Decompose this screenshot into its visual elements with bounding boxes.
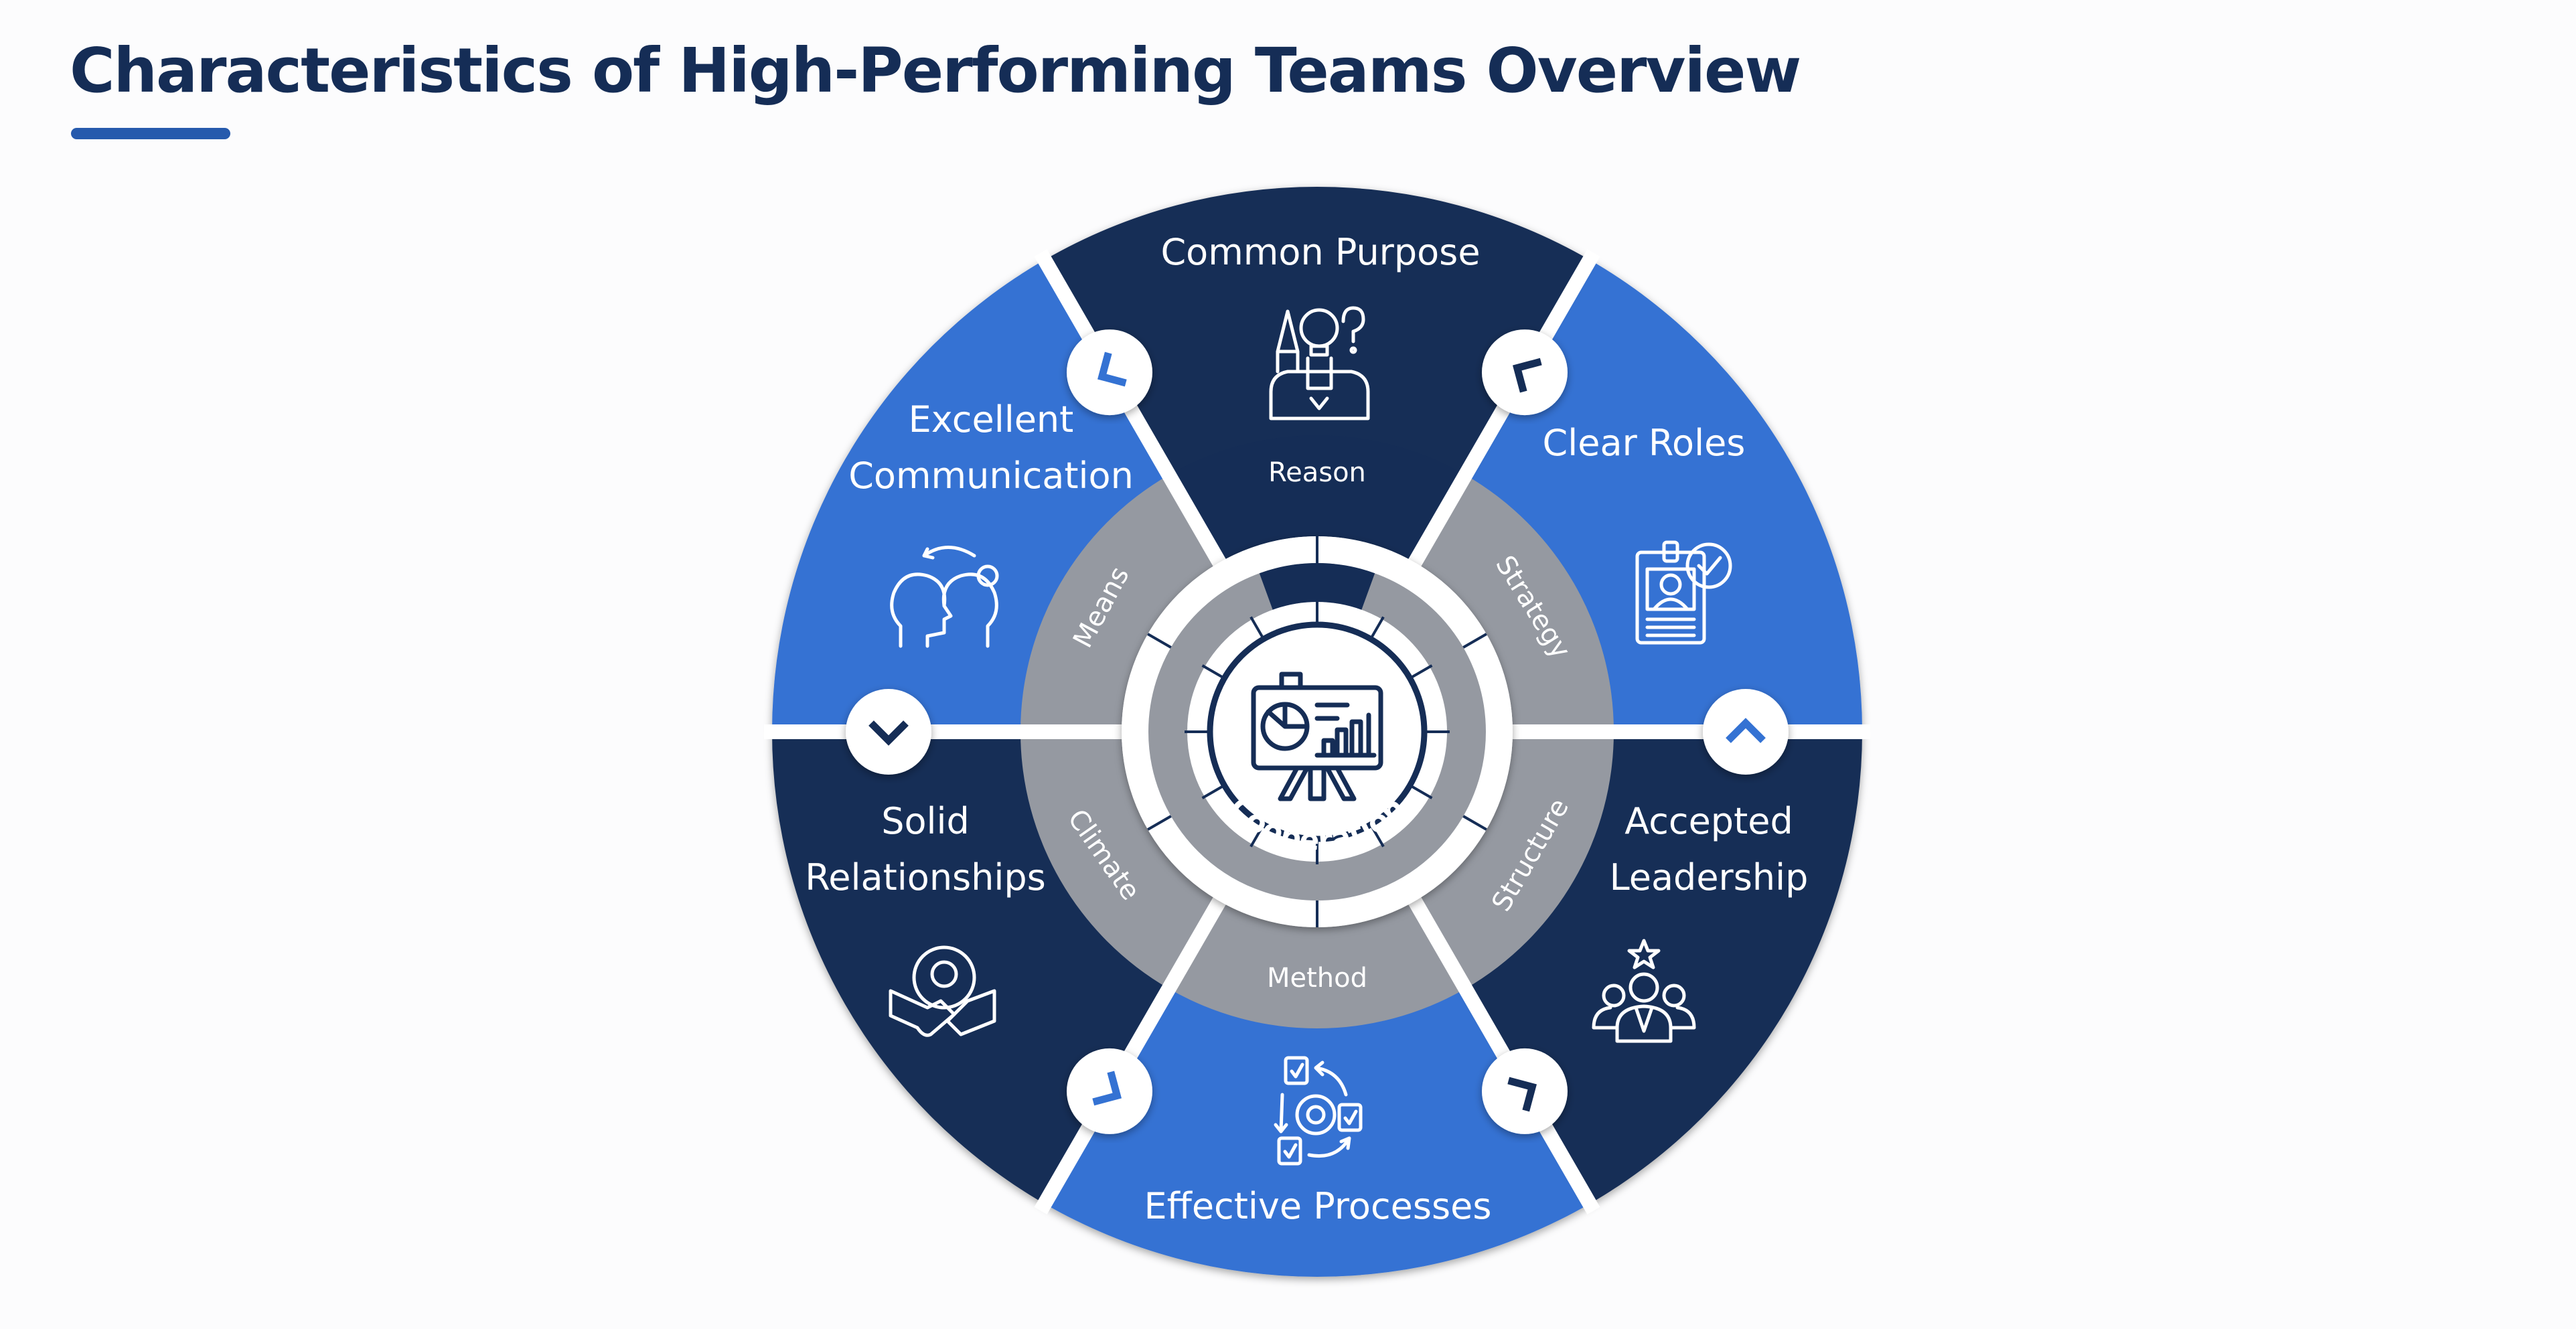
sector-title-line: Relationships (805, 856, 1046, 898)
sector-divider (1405, 249, 1600, 572)
core-tick (1201, 664, 1225, 680)
ring-tick (1147, 815, 1172, 831)
sector-title-line: Accepted (1624, 800, 1793, 842)
sector-title-line: Solid (881, 800, 970, 842)
sector-title: Common Purpose (1160, 231, 1480, 273)
core-tick (1409, 784, 1433, 799)
ring-tick (1147, 633, 1172, 649)
chevron-down-icon (1507, 1077, 1537, 1112)
connector-node[interactable] (1703, 689, 1789, 775)
core-tick (1249, 824, 1265, 848)
sector-title-line: Effective Processes (1144, 1185, 1492, 1227)
core-tick (1201, 784, 1225, 799)
connector-circle (1067, 329, 1152, 416)
page-title: Characteristics of High-Performing Teams… (70, 35, 1801, 106)
sector-title-line: Common Purpose (1160, 231, 1480, 273)
connector-node[interactable] (1482, 329, 1568, 416)
ring-label-method: Method (1267, 963, 1367, 994)
inner-ring-highlight (1259, 563, 1375, 610)
sector-title-line: Communication (848, 455, 1134, 497)
chevron-up-icon (1097, 351, 1127, 387)
connector-node[interactable] (1067, 1048, 1152, 1134)
chevron-down-icon (1513, 358, 1542, 393)
ring-label-reason: Reason (1268, 457, 1366, 488)
team-ideas-icon (1269, 306, 1370, 420)
sector-title: Effective Processes (1144, 1185, 1492, 1227)
connector-circle (1482, 329, 1568, 416)
connector-node[interactable] (846, 689, 931, 775)
sector-ring-band (1415, 475, 1614, 732)
connector-circle (846, 689, 931, 775)
chevron-down-icon (1726, 718, 1766, 743)
chevron-up-icon (1092, 1071, 1122, 1106)
core-tick (1369, 824, 1385, 848)
sector-ring-band (1168, 901, 1466, 1028)
sector-ring-band (1415, 732, 1614, 989)
connector-circle (1482, 1048, 1568, 1134)
ring-tick (1462, 815, 1487, 831)
sector-outer-band (1045, 187, 1590, 476)
id-badge-check-icon (1635, 540, 1732, 645)
chevron-up-icon (868, 720, 909, 746)
connector-node[interactable] (1482, 1048, 1568, 1134)
process-cycle-icon (1274, 1056, 1363, 1166)
connector-circle (1703, 689, 1789, 775)
connector-circle (1067, 1048, 1152, 1134)
handshake-gear-icon (889, 945, 996, 1037)
sector-ring-band (1020, 732, 1219, 989)
sector-ring-band (1020, 475, 1219, 732)
team-leader-icon (1592, 939, 1696, 1043)
sector-title-line: Leadership (1610, 856, 1809, 898)
core-tick (1369, 616, 1385, 640)
presentation-board-chart-icon (1251, 672, 1383, 801)
sector-common-purpose[interactable] (1045, 187, 1590, 563)
connector-node[interactable] (1067, 329, 1152, 416)
sector-divider (1034, 891, 1229, 1215)
sector-title-line: Clear Roles (1543, 422, 1746, 464)
core-tick (1409, 664, 1433, 680)
sector-divider (1405, 891, 1600, 1215)
title-underline (71, 128, 230, 139)
sector-title: Clear Roles (1543, 422, 1746, 464)
core-tick (1249, 616, 1265, 640)
sector-ring-band (1168, 435, 1466, 563)
heads-exchange-icon (890, 546, 999, 648)
center-core (1207, 621, 1428, 842)
sector-title-line: Excellent (909, 398, 1074, 441)
sector-divider (1034, 249, 1229, 572)
ring-tick (1462, 633, 1487, 649)
